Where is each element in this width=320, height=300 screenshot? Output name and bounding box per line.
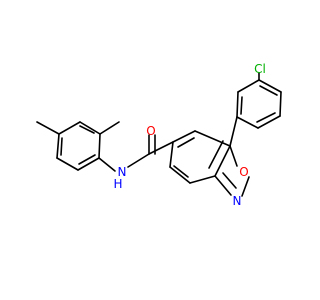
- atom-label-chlorine: Cl: [254, 62, 266, 76]
- chemical-structure-diagram: Cl O N H O N: [36, 62, 282, 208]
- chlorine-symbol: Cl: [254, 62, 266, 76]
- bond-lines: [36, 72, 282, 197]
- atom-label-carbonyl-oxygen: O: [146, 124, 155, 138]
- ring-nitrogen-symbol: N: [233, 194, 242, 208]
- amide-nitrogen-symbol: N: [118, 165, 127, 179]
- atom-label-ring-nitrogen: N: [233, 194, 242, 208]
- atom-label-amide-nitrogen: N H: [113, 165, 126, 191]
- amide-hydrogen-symbol: H: [113, 177, 122, 191]
- atom-label-ring-oxygen: O: [239, 165, 248, 179]
- ring-oxygen-symbol: O: [239, 165, 248, 179]
- carbonyl-oxygen-symbol: O: [146, 124, 155, 138]
